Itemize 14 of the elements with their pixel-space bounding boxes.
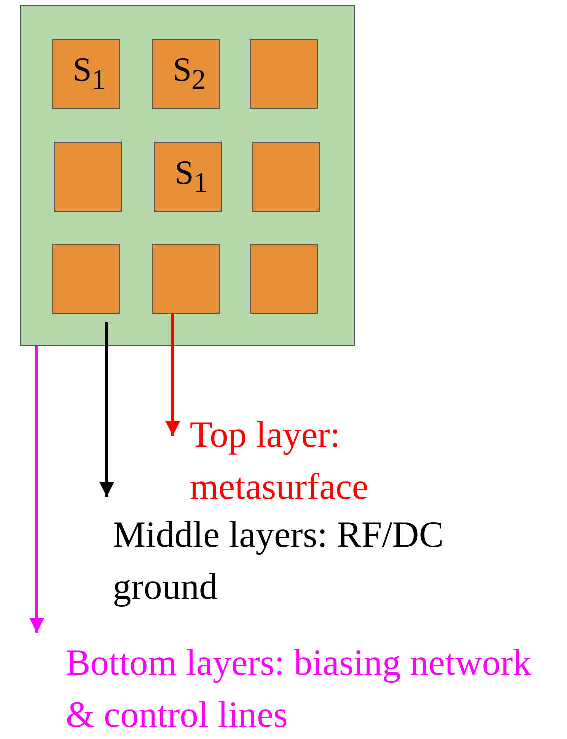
circuit-board	[20, 5, 355, 346]
unit-cell	[54, 142, 122, 212]
unit-cell: S$_{2}$	[152, 39, 220, 109]
layer-caption: Bottom layers: biasing network & control lines	[66, 638, 536, 739]
unit-cell	[252, 142, 320, 212]
unit-cell	[250, 244, 318, 314]
leader-arrow	[166, 314, 180, 436]
leader-arrow	[100, 322, 114, 497]
unit-cell	[250, 39, 318, 109]
unit-cell: S$_{1}$	[52, 39, 120, 109]
leader-arrow	[30, 346, 44, 633]
unit-cell	[152, 244, 220, 314]
unit-cell: S$_{1}$	[154, 142, 222, 212]
unit-cell	[52, 244, 120, 314]
